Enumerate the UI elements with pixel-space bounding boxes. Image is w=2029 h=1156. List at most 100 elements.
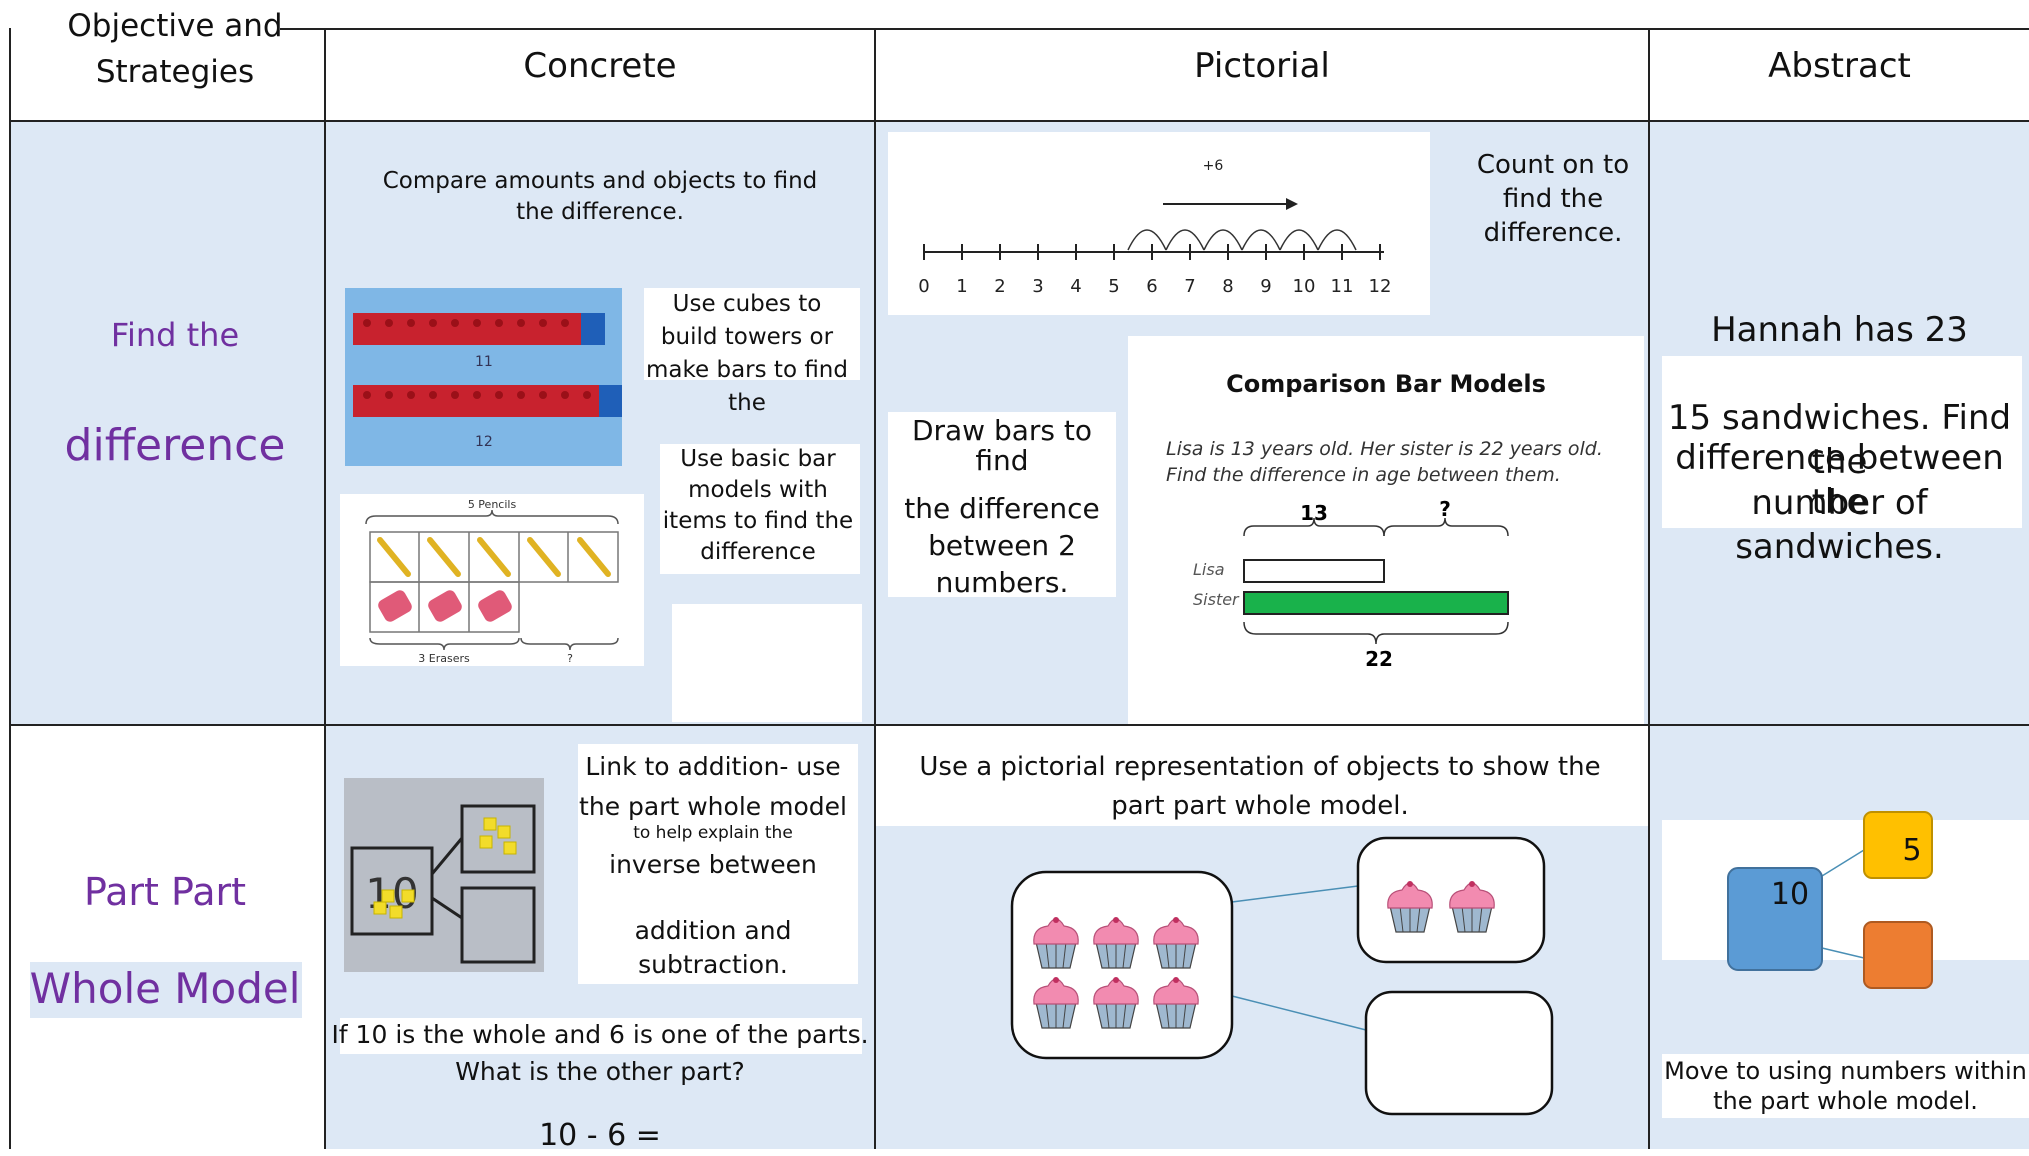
row2-title-line2: Whole Model	[29, 964, 301, 1013]
number-line-tick-label: 9	[1260, 276, 1271, 297]
bm-sister-bar	[1243, 591, 1509, 615]
row1-objective-bg	[9, 122, 324, 724]
question-bg	[340, 1018, 862, 1054]
blank-box	[672, 604, 862, 722]
bm-sister: Sister	[1193, 590, 1240, 609]
cupcake-part-whole	[1010, 836, 1554, 1116]
number-line-tick-label: 5	[1108, 276, 1119, 297]
comparison-bar-model: Comparison Bar Models Lisa is 13 years o…	[1128, 336, 1644, 724]
part-whole-photo: 10	[344, 778, 544, 972]
cupcakes	[1033, 881, 1495, 1029]
pictorial2-text: Use a pictorial representation of object…	[919, 752, 1601, 821]
header-bottom-border	[9, 120, 2029, 122]
abstract1-line4: number of sandwiches.	[1735, 483, 1944, 567]
header-pictorial: Pictorial	[1194, 46, 1330, 86]
count-on-text: Count on to find the difference.	[1476, 150, 1630, 248]
equation: 10 - 6 =	[539, 1118, 661, 1153]
header-concrete: Concrete	[523, 46, 677, 86]
bm-question: ?	[1439, 497, 1451, 521]
number-line-tick-label: 4	[1070, 276, 1081, 297]
abstract1-line2: 15 sandwiches. Find the	[1667, 398, 2012, 482]
jump-arc	[1127, 229, 1167, 251]
cupcake-icon	[1093, 977, 1139, 1029]
cupcake-icon	[1153, 917, 1199, 969]
draw-bars-text-1: Draw bars to find	[911, 414, 1093, 477]
cupcake-icon	[1153, 977, 1199, 1029]
part-whole-photo-image: 10	[350, 804, 536, 964]
row1-title-line2: difference	[64, 420, 286, 471]
abstract1-text-bg	[1662, 356, 2022, 528]
cubes-image: 11 12	[353, 313, 623, 450]
abstract1-line3: difference between the	[1675, 438, 2004, 522]
cupcake-icon	[1033, 917, 1079, 969]
question-text-2: What is the other part?	[455, 1057, 745, 1086]
number-line-tick-label: 0	[918, 276, 929, 297]
number-line-tick-label: 6	[1146, 276, 1157, 297]
pictorial2-text-bg	[880, 740, 1640, 826]
row1-title-line1: Find the	[110, 316, 240, 354]
jump-arc	[1241, 229, 1281, 251]
link-text-bg	[578, 744, 858, 984]
whole-number: 10	[1771, 877, 1809, 912]
part-number-box-2	[1863, 921, 1933, 989]
number-line-tick-label: 2	[994, 276, 1005, 297]
number-part-whole: 10 5	[1727, 811, 1933, 989]
link-text-2: the part whole model	[579, 792, 847, 821]
bm-problem-1: Lisa is 13 years old. Her sister is 22 y…	[1166, 438, 1603, 460]
bm-lisa-bar	[1243, 559, 1385, 583]
header-objective-line1: Objective and	[67, 8, 283, 44]
header-objective-line2: Strategies	[95, 54, 255, 90]
header-abstract: Abstract	[1768, 46, 1911, 86]
row1-concrete-intro: Compare amounts and objects to find the …	[382, 168, 818, 225]
bar-text-bg	[660, 444, 860, 574]
cupcake-icon	[1093, 917, 1139, 969]
table-left-border	[9, 28, 11, 1149]
cube-label-11: 11	[475, 354, 493, 370]
bm-diagram: 13 ? Lisa Sister 22	[1193, 497, 1509, 671]
pencils-label: 5 Pencils	[468, 498, 517, 511]
bm-title: Comparison Bar Models	[1226, 370, 1546, 398]
table-top-border	[280, 28, 2029, 30]
column-divider-1	[324, 28, 326, 1149]
cubes-photo: 11 12	[345, 288, 623, 466]
header-objective: Objective and Strategies	[40, 4, 310, 92]
part-box-2	[1364, 990, 1554, 1116]
part-number-box-1	[1863, 811, 1933, 879]
link-text-1: Link to addition- use	[585, 752, 841, 781]
number-line-jump: +6	[1203, 158, 1224, 174]
number-line-tick-label: 1	[956, 276, 967, 297]
cupcake-icon	[1387, 881, 1433, 933]
cubes-text: Use cubes to build towers or make bars t…	[646, 291, 848, 416]
pencil-eraser-image: 5 Pencils 3 Erasers ?	[365, 498, 619, 665]
link-text-5: subtraction.	[638, 950, 788, 979]
link-text-3: inverse between	[609, 850, 817, 879]
abstract2-bg	[1662, 820, 2029, 960]
cupcake-icon	[1033, 977, 1079, 1029]
row2-title-bg	[30, 962, 302, 1018]
row-divider	[9, 724, 2029, 726]
number-line-tick-label: 12	[1369, 276, 1392, 297]
number-line-tick-label: 3	[1032, 276, 1043, 297]
abstract2-caption: Move to using numbers within the part wh…	[1664, 1057, 2027, 1115]
row2-title-line1: Part Part	[83, 870, 247, 914]
pencil-bar-model: 5 Pencils 3 Erasers ?	[340, 494, 644, 666]
part-number: 5	[1902, 833, 1921, 868]
link-text-small: to help explain the	[633, 823, 793, 843]
cubes-text-bg	[644, 288, 860, 380]
number-line-tick-label: 8	[1222, 276, 1233, 297]
abstract2-caption-bg	[1662, 1054, 2029, 1118]
bm-problem-2: Find the difference in age between them.	[1166, 464, 1561, 486]
question-text-1: If 10 is the whole and 6 is one of the p…	[331, 1020, 869, 1049]
jump-arc	[1203, 229, 1243, 251]
link-text-4: addition and	[634, 916, 792, 945]
bm-22: 22	[1365, 647, 1393, 671]
jump-arc	[1279, 229, 1319, 251]
number-line-tick-label: 10	[1293, 276, 1316, 297]
draw-bars-bg	[888, 412, 1116, 597]
abstract1-line1: Hannah has 23	[1711, 310, 1968, 350]
erasers-question: ?	[567, 652, 573, 665]
whole-number-box	[1727, 867, 1823, 971]
